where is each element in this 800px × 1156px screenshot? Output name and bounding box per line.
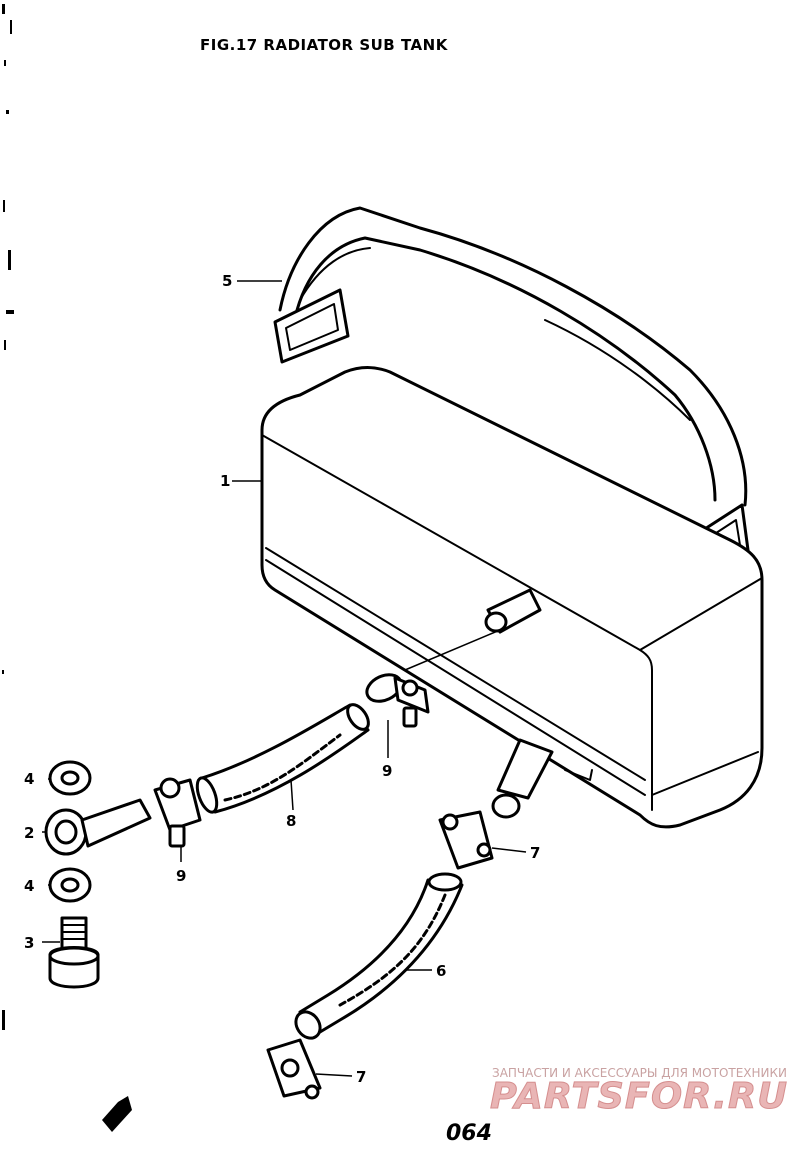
part-9-hose-clamp-lower bbox=[153, 777, 202, 848]
part-7-hose-clamp-lower bbox=[266, 1038, 322, 1100]
page-number: 064 bbox=[446, 1121, 492, 1146]
figure-title: FIG.17 RADIATOR SUB TANK bbox=[200, 36, 449, 54]
front-direction-arrow-icon bbox=[102, 1096, 132, 1132]
callout-3: 3 bbox=[24, 934, 34, 952]
part-2-banjo-fitting bbox=[44, 798, 152, 856]
watermark-logo: PARTSFOR.RU bbox=[490, 1076, 788, 1117]
callout-8: 8 bbox=[286, 812, 296, 830]
callout-4-upper: 4 bbox=[24, 770, 34, 788]
callout-4-lower: 4 bbox=[24, 877, 34, 895]
part-8-hose bbox=[195, 703, 370, 814]
part-7-hose-clamp-upper bbox=[438, 810, 494, 870]
part-4-washer-upper bbox=[48, 760, 92, 796]
callout-9-lower: 9 bbox=[176, 867, 186, 885]
callout-5: 5 bbox=[222, 272, 232, 290]
callout-2: 2 bbox=[24, 824, 34, 842]
scan-noise bbox=[2, 4, 14, 1030]
watermark-tagline: ЗАПЧАСТИ И АКСЕССУАРЫ ДЛЯ МОТОТЕХНИКИ bbox=[492, 1066, 787, 1080]
callout-6: 6 bbox=[436, 962, 446, 980]
part-3-union-bolt bbox=[48, 916, 100, 989]
part-4-washer-lower bbox=[48, 867, 92, 903]
callout-9-upper: 9 bbox=[382, 762, 392, 780]
callout-1: 1 bbox=[220, 472, 230, 490]
part-6-hose bbox=[294, 872, 464, 1040]
callout-7-upper: 7 bbox=[530, 844, 540, 862]
part-9-hose-clamp-upper bbox=[365, 673, 430, 728]
callout-7-lower: 7 bbox=[356, 1068, 366, 1086]
part-1-sub-tank bbox=[260, 366, 764, 829]
